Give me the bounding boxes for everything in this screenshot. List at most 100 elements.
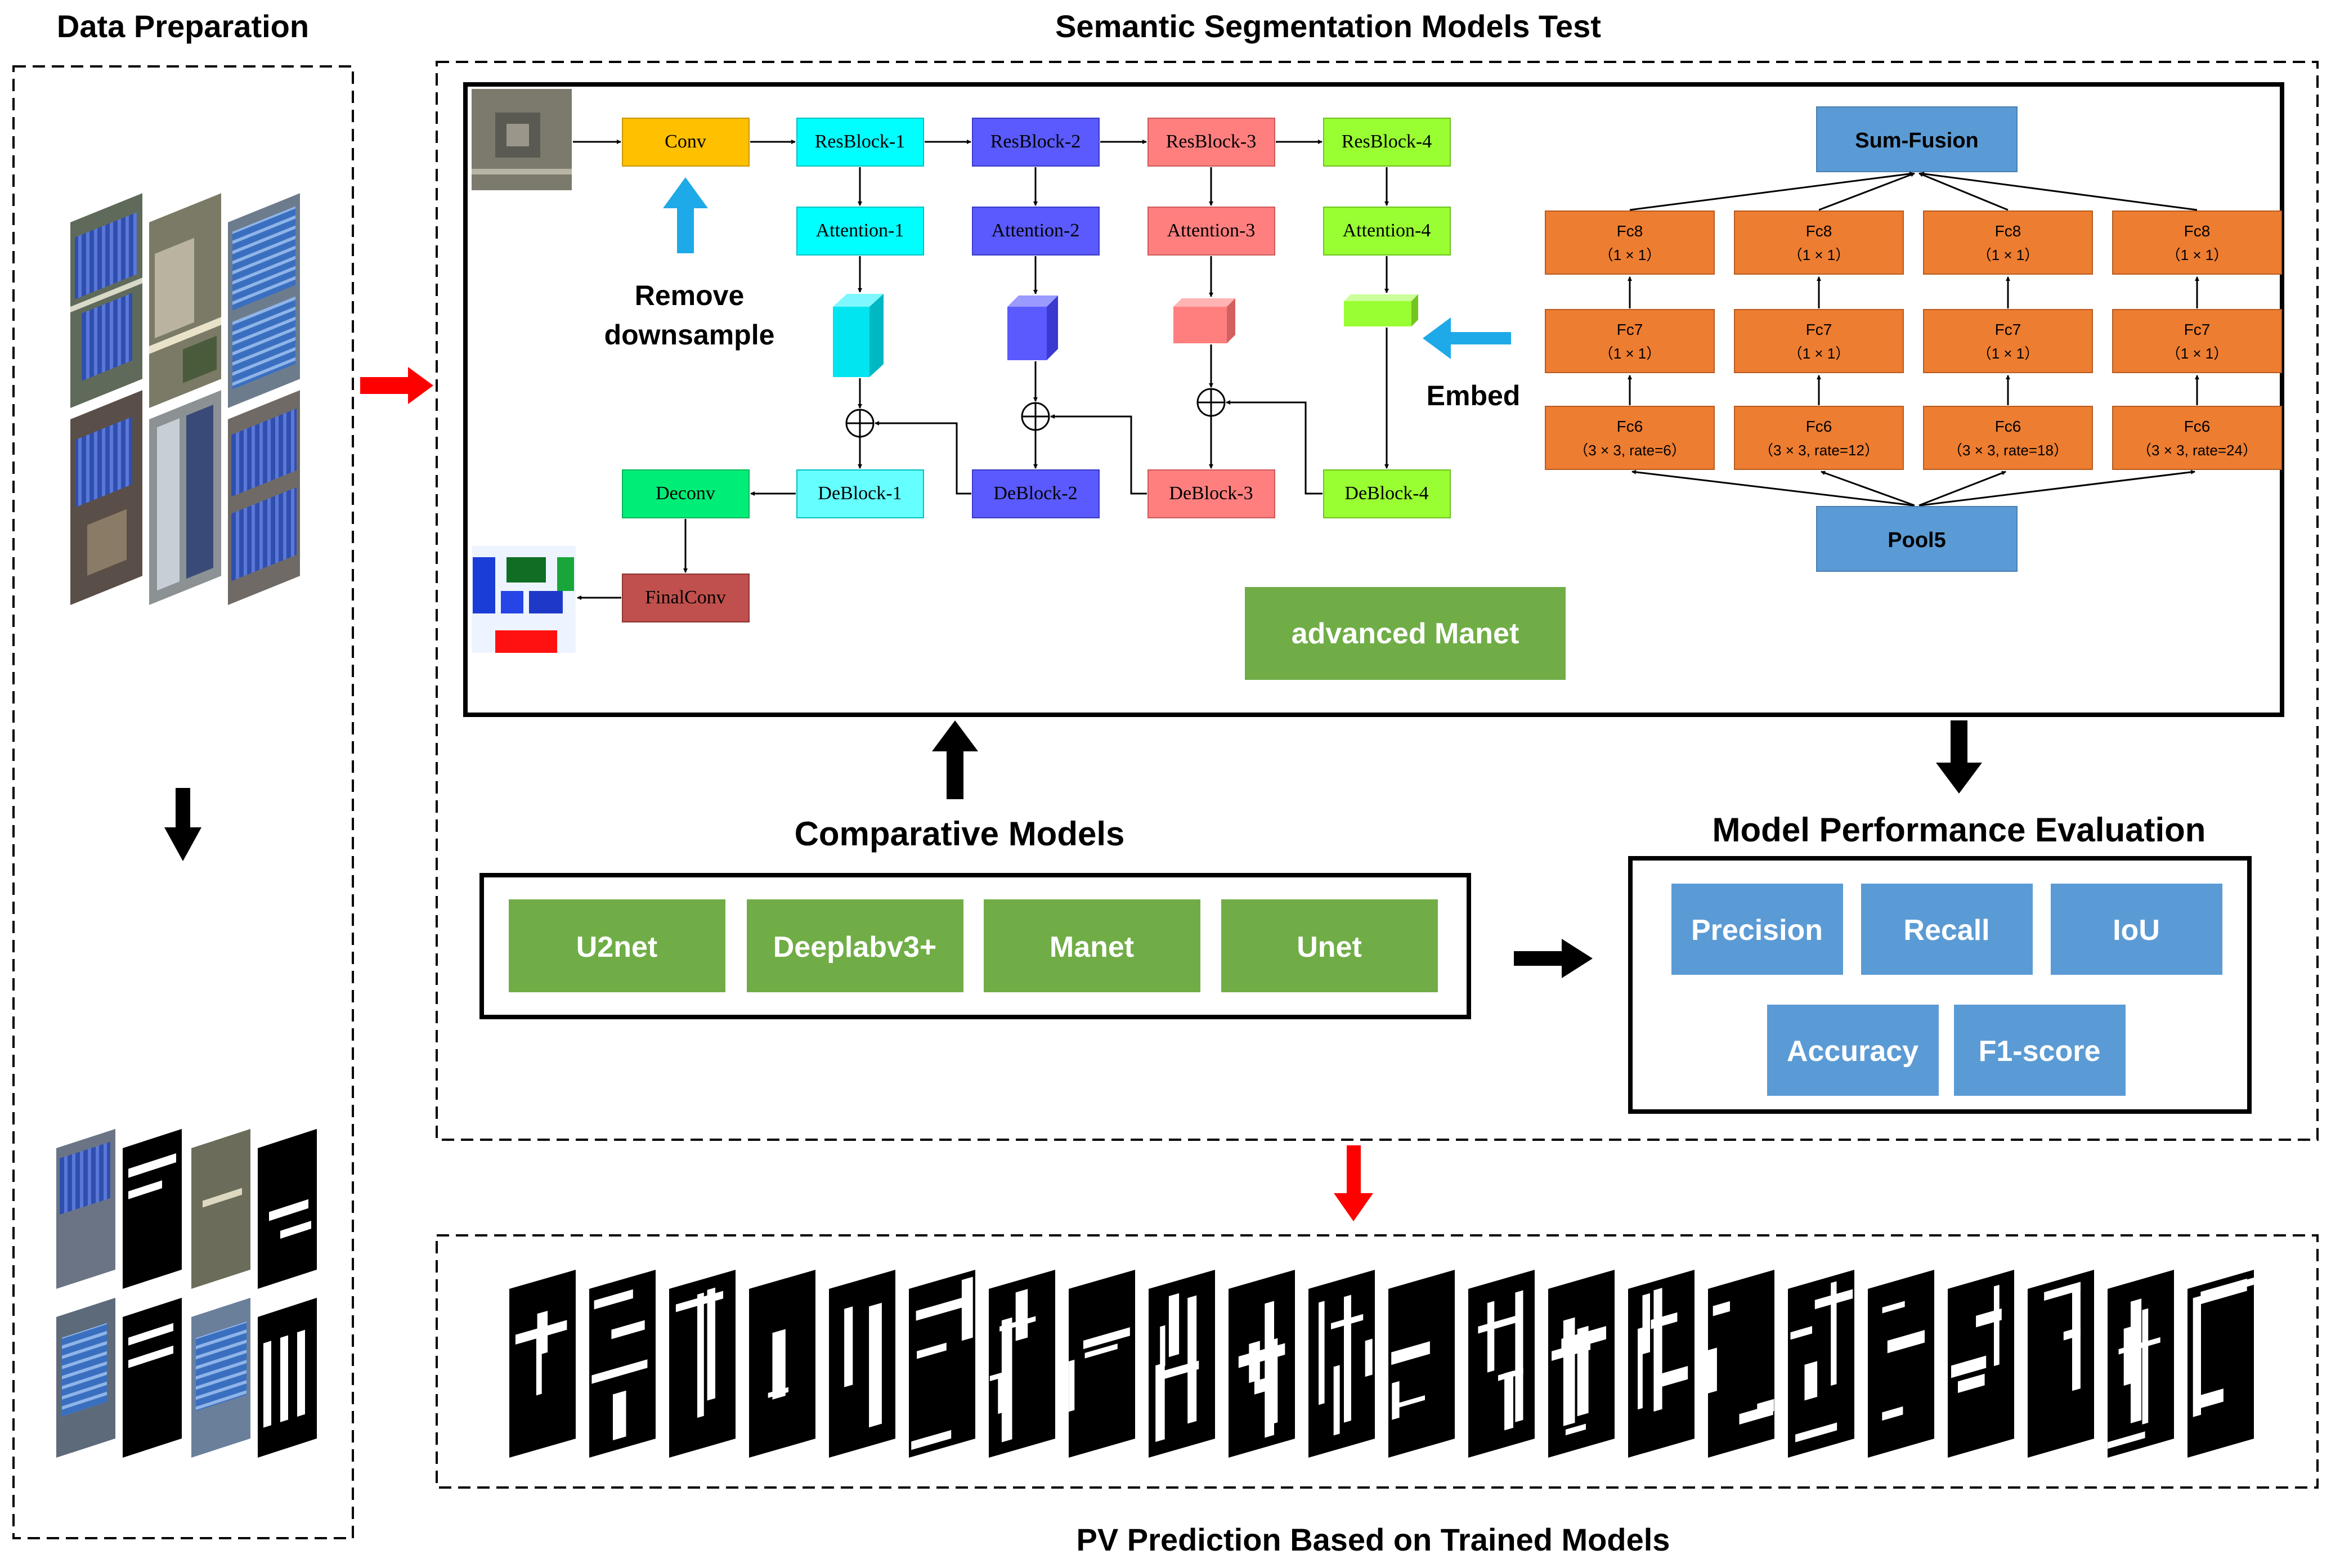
svg-text:（1 × 1）: （1 × 1） [1977, 345, 2039, 362]
prediction-mask [749, 1270, 815, 1458]
svg-text:Deconv: Deconv [656, 483, 715, 504]
evaluation-title: Model Performance Evaluation [1713, 811, 2206, 849]
embed-label: Embed [1427, 380, 1521, 411]
svg-text:Attention-3: Attention-3 [1167, 220, 1256, 241]
remove-downsample-arrow [663, 177, 708, 253]
svg-text:（1 × 1）: （1 × 1） [2166, 345, 2229, 362]
svg-text:（1 × 1）: （1 × 1） [1599, 247, 1661, 263]
prediction-mask [1149, 1270, 1215, 1458]
input-image [472, 89, 572, 190]
up-arrow-to-manet [932, 720, 978, 799]
svg-text:Fc8: Fc8 [1995, 222, 2021, 240]
svg-text:（1 × 1）: （1 × 1） [2166, 247, 2229, 263]
comparative-title: Comparative Models [795, 815, 1125, 853]
svg-text:Fc7: Fc7 [1806, 321, 1832, 338]
svg-text:（3 × 3, rate=6）: （3 × 3, rate=6） [1574, 442, 1686, 459]
pv-prediction-masks [509, 1270, 2254, 1458]
fc6-box-4: Fc6 （3 × 3, rate=24） [2112, 406, 2282, 470]
metric-accuracy: Accuracy [1767, 1005, 1939, 1096]
resblock-4: ResBlock-4 [1323, 118, 1451, 167]
attention-4: Attention-4 [1323, 207, 1451, 256]
prediction-mask [1468, 1270, 1535, 1458]
data-preparation-title: Data Preparation [57, 8, 309, 44]
model-unet: Unet [1221, 899, 1438, 992]
fc8-box-3: Fc8 （1 × 1） [1923, 210, 2093, 275]
prediction-mask [1788, 1270, 1854, 1458]
fc6-box-1: Fc6 （3 × 3, rate=6） [1545, 406, 1715, 470]
svg-text:Fc6: Fc6 [1617, 418, 1643, 435]
fc7-box-2: Fc7 （1 × 1） [1734, 309, 1904, 373]
fc8-box-1: Fc8 （1 × 1） [1545, 210, 1715, 275]
svg-text:Fc8: Fc8 [1617, 222, 1643, 240]
svg-text:Fc6: Fc6 [1806, 418, 1832, 435]
prediction-mask [1628, 1270, 1695, 1458]
sum-node-3 [1196, 388, 1226, 417]
svg-text:DeBlock-1: DeBlock-1 [818, 483, 902, 504]
svg-text:ResBlock-3: ResBlock-3 [1166, 131, 1257, 152]
metric-iou: IoU [2051, 884, 2222, 975]
svg-text:ResBlock-2: ResBlock-2 [990, 131, 1081, 152]
svg-text:Fc7: Fc7 [1617, 321, 1643, 338]
prediction-mask [2108, 1270, 2174, 1458]
downsample-label: downsample [604, 319, 775, 351]
prediction-mask [1868, 1270, 1934, 1458]
sum-node-2 [1021, 402, 1050, 431]
svg-text:（1 × 1）: （1 × 1） [1788, 247, 1850, 263]
svg-text:Fc7: Fc7 [1995, 321, 2021, 338]
image-label-pairs [56, 1128, 317, 1458]
prediction-mask [509, 1270, 576, 1458]
svg-text:IoU: IoU [2113, 914, 2160, 947]
svg-text:Recall: Recall [1903, 914, 1989, 947]
prediction-mask [1948, 1270, 2014, 1458]
svg-text:DeBlock-4: DeBlock-4 [1344, 483, 1428, 504]
sum-node-1 [845, 409, 875, 438]
svg-text:advanced Manet: advanced Manet [1292, 617, 1519, 650]
pool5-box: Pool5 [1816, 506, 2018, 572]
fc8-box-4: Fc8 （1 × 1） [2112, 210, 2282, 275]
pv-prediction-panel [436, 1234, 2319, 1489]
svg-text:Fc7: Fc7 [2184, 321, 2211, 338]
prediction-mask [669, 1270, 736, 1458]
prediction-mask [1069, 1270, 1135, 1458]
semantic-test-title: Semantic Segmentation Models Test [1055, 8, 1601, 44]
svg-text:Conv: Conv [665, 131, 706, 152]
svg-text:Attention-2: Attention-2 [992, 220, 1080, 241]
svg-text:Fc6: Fc6 [2184, 418, 2211, 435]
conv-block: Conv [622, 118, 750, 167]
metric-recall: Recall [1861, 884, 2033, 975]
embed-arrow [1423, 317, 1511, 359]
svg-text:U2net: U2net [576, 931, 657, 964]
metric-f1-score: F1-score [1954, 1005, 2126, 1096]
svg-text:Accuracy: Accuracy [1787, 1035, 1918, 1068]
svg-text:（3 × 3, rate=12）: （3 × 3, rate=12） [1759, 442, 1879, 459]
svg-text:（1 × 1）: （1 × 1） [1977, 247, 2039, 263]
prediction-mask [1708, 1270, 1774, 1458]
svg-text:ResBlock-4: ResBlock-4 [1342, 131, 1432, 152]
prediction-mask [829, 1270, 895, 1458]
svg-text:Pool5: Pool5 [1888, 528, 1946, 552]
aspp-connectors [1628, 171, 2199, 507]
feature-cube-4 [1344, 294, 1418, 326]
svg-text:Deeplabv3+: Deeplabv3+ [773, 931, 937, 964]
model-deeplabv3plus: Deeplabv3+ [747, 899, 963, 992]
prediction-mask [2028, 1270, 2094, 1458]
manet-connectors [573, 140, 1389, 600]
deblock-2: DeBlock-2 [972, 469, 1100, 518]
red-arrow-right [360, 367, 433, 404]
feature-cube-3 [1173, 298, 1235, 343]
model-u2net: U2net [509, 899, 725, 992]
attention-3: Attention-3 [1147, 207, 1275, 256]
deblock-1: DeBlock-1 [796, 469, 924, 518]
model-manet: Manet [984, 899, 1200, 992]
svg-text:（1 × 1）: （1 × 1） [1788, 345, 1850, 362]
svg-text:Fc8: Fc8 [1806, 222, 1832, 240]
output-segmentation [472, 546, 576, 653]
svg-text:Fc6: Fc6 [1995, 418, 2021, 435]
right-arrow-to-evaluation [1514, 939, 1593, 978]
red-arrow-down [1334, 1145, 1373, 1221]
finalconv-block: FinalConv [622, 574, 750, 622]
advanced-manet-label: advanced Manet [1245, 587, 1566, 680]
metric-precision: Precision [1671, 884, 1843, 975]
svg-text:DeBlock-3: DeBlock-3 [1169, 483, 1253, 504]
prediction-mask [1308, 1270, 1375, 1458]
